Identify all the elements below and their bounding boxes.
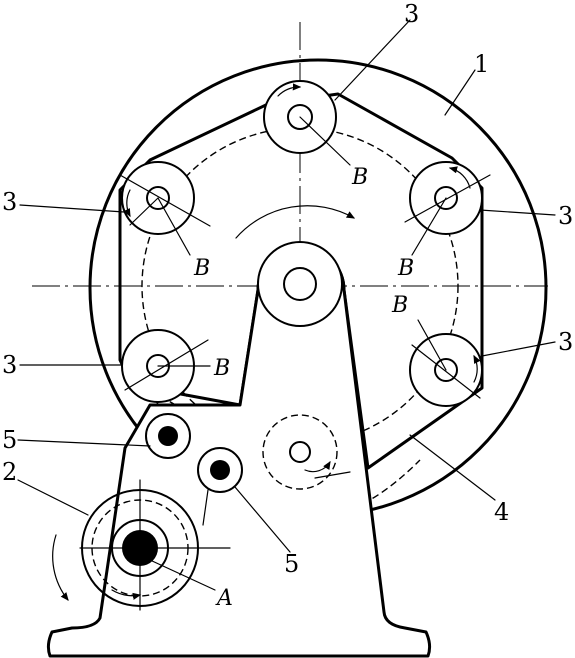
- rotation-arrow: [235, 205, 356, 239]
- label-drum-lower-right: 3: [558, 328, 573, 356]
- label-idler-lower: 5: [284, 550, 299, 578]
- label-pivot-top: B: [351, 165, 368, 190]
- label-small-sprocket: 2: [2, 458, 17, 486]
- label-pivot-lower-right: B: [391, 293, 408, 318]
- label-pivot-lower-left: B: [213, 356, 230, 381]
- label-pivot-upper-left: B: [193, 256, 210, 281]
- drum-upper-left: [119, 161, 211, 256]
- label-chain: 4: [494, 498, 509, 526]
- label-idler-upper: 5: [2, 426, 17, 454]
- leader-lines: [17, 19, 556, 591]
- drum-upper-right: [404, 161, 491, 256]
- idler-upper: [145, 413, 191, 459]
- label-drum-upper-right: 3: [558, 202, 573, 230]
- label-drive-axis: A: [215, 586, 233, 611]
- idler-lower: [197, 447, 243, 526]
- label-housing: 1: [474, 50, 489, 78]
- label-pivot-upper-right: B: [397, 256, 414, 281]
- lower-dashed-sprocket: [262, 414, 351, 490]
- label-drum-lower-left: 3: [2, 351, 17, 379]
- label-drum-upper-left: 3: [2, 188, 17, 216]
- label-drum-top: 3: [404, 0, 419, 28]
- central-hub: [257, 241, 343, 327]
- drum-lower-right: [409, 319, 483, 407]
- drum-lower-left: [121, 329, 211, 403]
- drum-top: [263, 80, 351, 166]
